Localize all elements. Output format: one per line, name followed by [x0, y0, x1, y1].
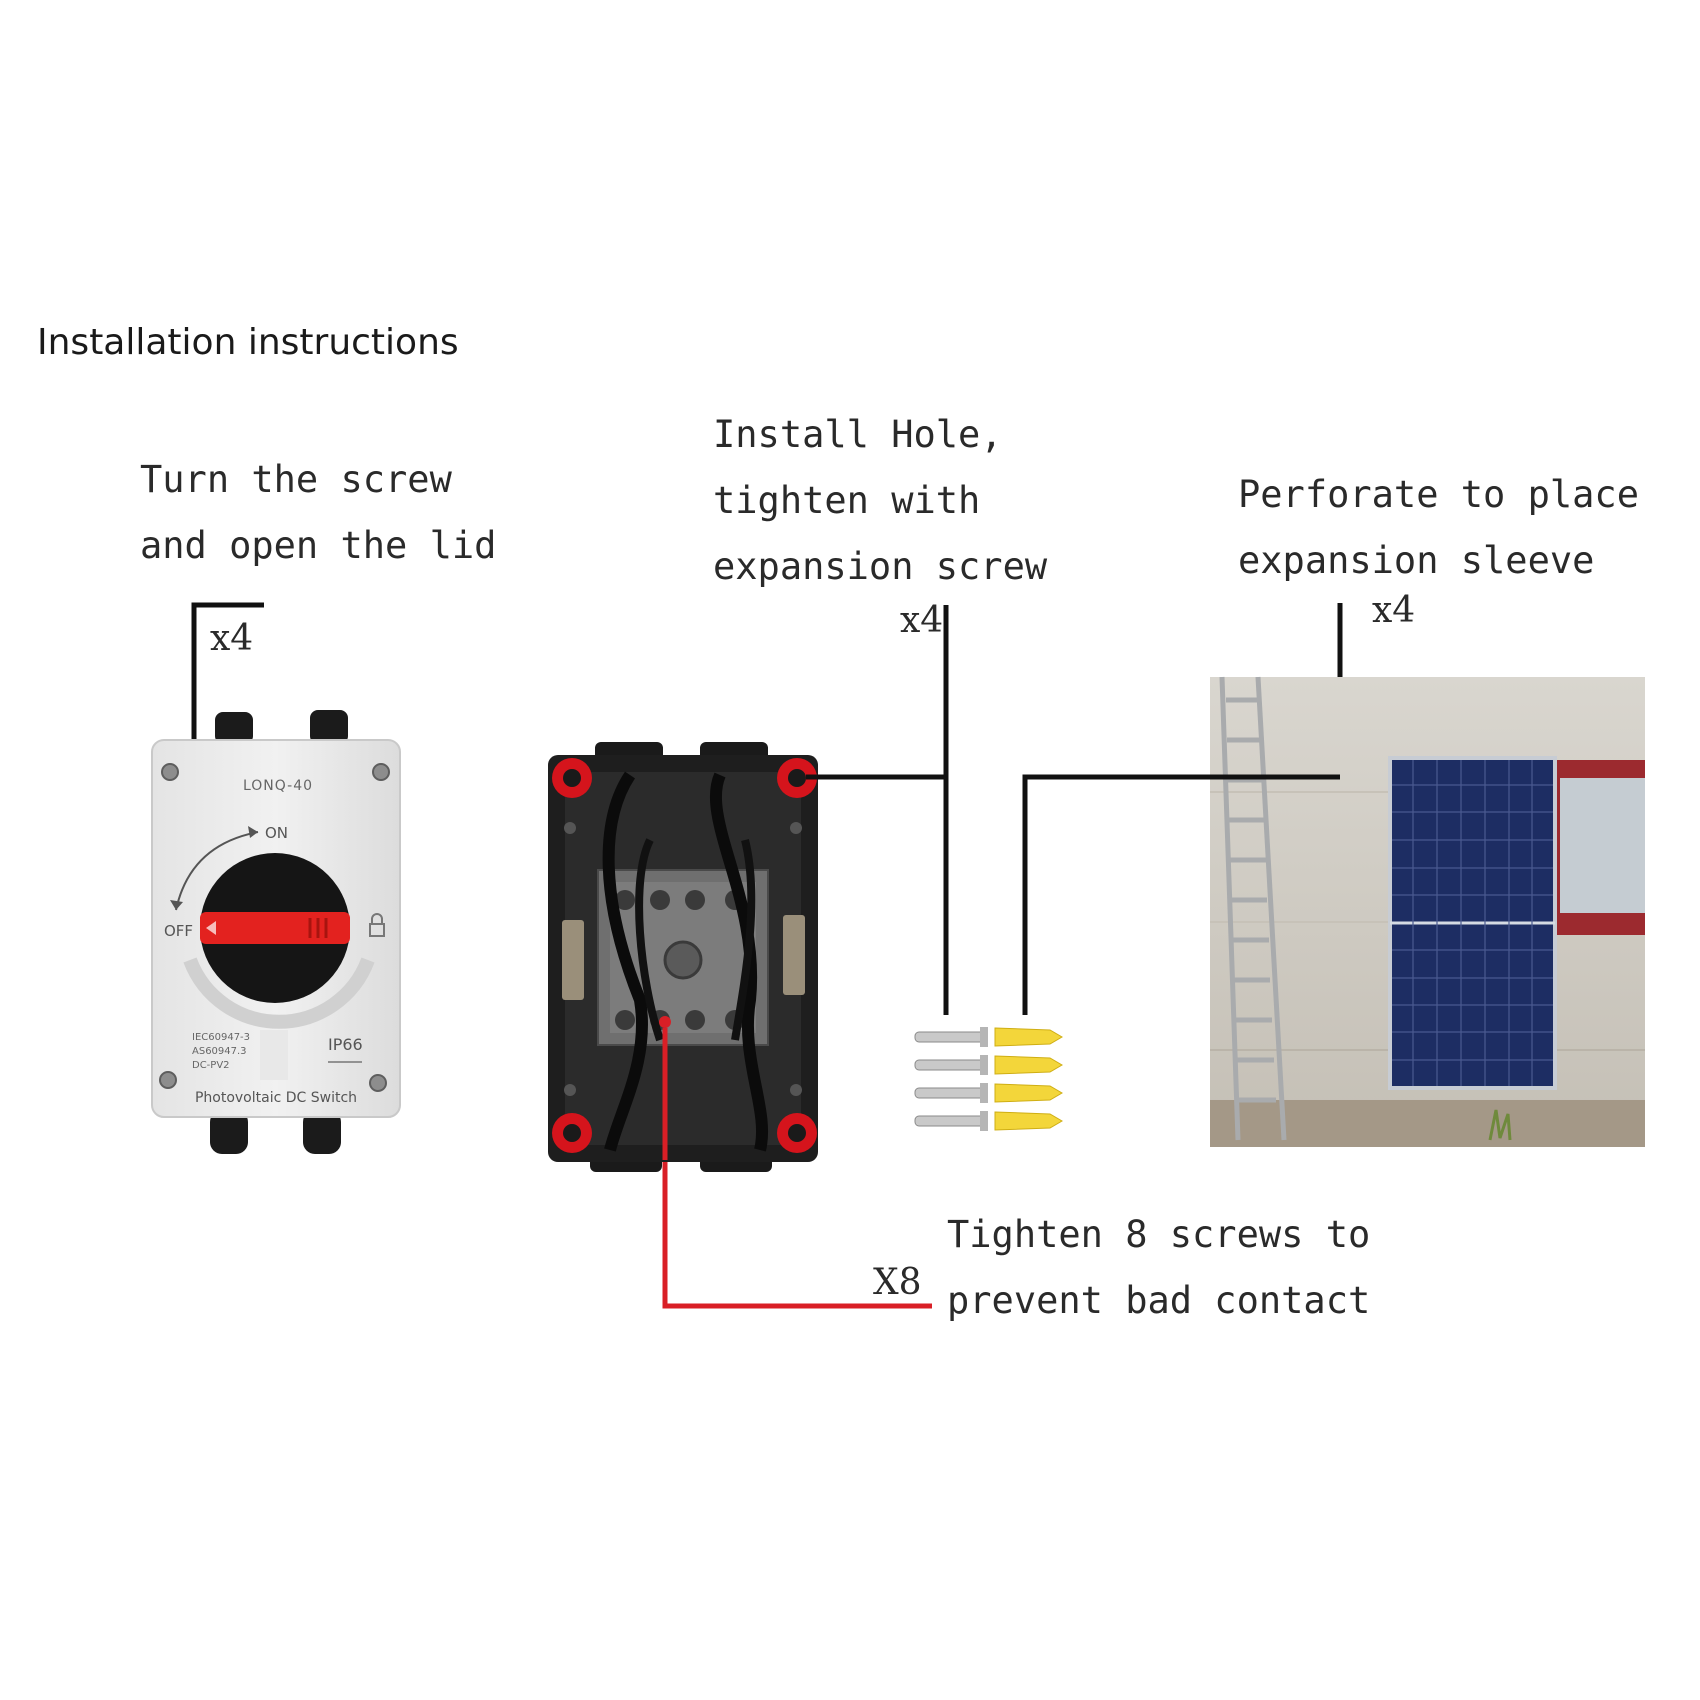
mounting-hole-top-right — [777, 758, 817, 798]
dc-switch-closed: LONQ-40 ON OFF IEC60947-3 AS60947.3 DC-P… — [151, 710, 401, 1154]
expansion-screws — [914, 1027, 988, 1131]
callout-hole-line3: expansion screw — [713, 545, 1048, 588]
ladder — [1219, 676, 1287, 1141]
solar-panel — [1388, 756, 1557, 1090]
switch-on-label: ON — [265, 824, 288, 842]
callout-lid-line1: Turn the screw — [140, 458, 452, 501]
mounting-hole-top-left — [552, 758, 592, 798]
lock-icon — [369, 913, 385, 937]
callout-contacts-line2: prevent bad contact — [947, 1279, 1371, 1322]
callout-hole-count: x4 — [900, 600, 944, 641]
callout-lid-count: x4 — [210, 618, 254, 659]
open-enclosure — [548, 742, 818, 1172]
switch-off-label: OFF — [164, 922, 193, 940]
switch-model-label: LONQ-40 — [243, 778, 313, 794]
callout-sleeve-line1: Perforate to place — [1238, 473, 1639, 516]
callout-hole-line1: Install Hole, — [713, 413, 1003, 456]
switch-standard-1: IEC60947-3 — [192, 1032, 250, 1043]
expansion-sleeves — [994, 1027, 1063, 1131]
callout-contacts-line1: Tighten 8 screws to — [947, 1213, 1371, 1256]
callout-hole-line2: tighten with — [713, 479, 981, 522]
page-title: Installation instructions — [37, 322, 459, 363]
wall-photo — [1210, 676, 1645, 1147]
switch-standard-2: AS60947.3 — [192, 1046, 247, 1057]
callout-sleeve-count: x4 — [1372, 590, 1416, 631]
leader-hole — [800, 605, 949, 1015]
callout-lid-line2: and open the lid — [140, 524, 497, 567]
switch-handle — [200, 912, 350, 944]
mounting-hole-bottom-left — [552, 1113, 592, 1153]
callout-sleeve-line2: expansion sleeve — [1238, 539, 1595, 582]
mounting-hole-bottom-right — [777, 1113, 817, 1153]
callout-contacts-count: X8 — [873, 1262, 922, 1303]
switch-name-label: Photovoltaic DC Switch — [195, 1090, 357, 1106]
switch-ip-rating: IP66 — [328, 1035, 363, 1054]
switch-standard-3: DC-PV2 — [192, 1060, 230, 1071]
leader-lid — [191, 602, 264, 742]
